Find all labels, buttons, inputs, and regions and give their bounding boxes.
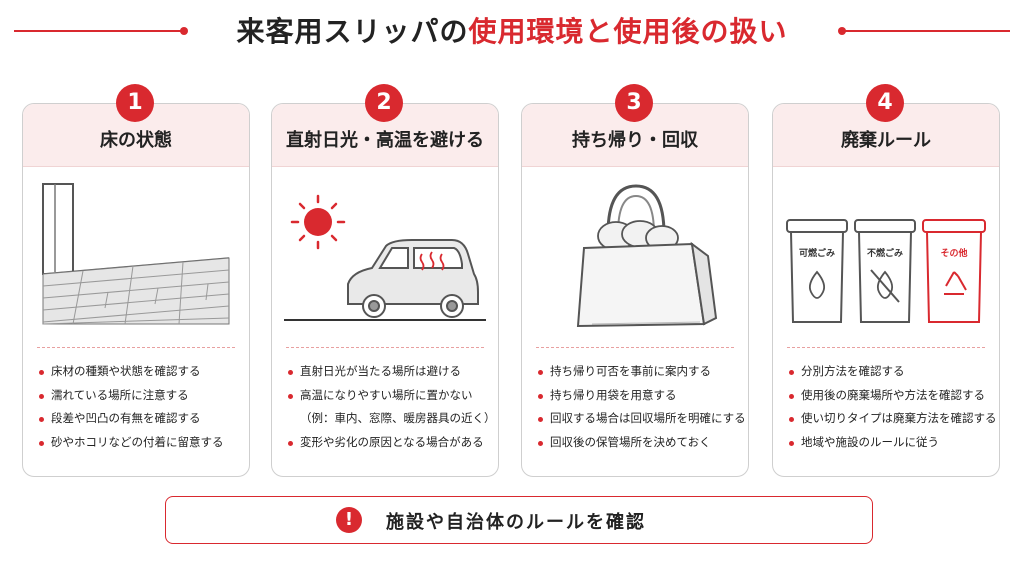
bin-label: その他 (940, 247, 967, 259)
cross-icon (870, 269, 900, 303)
sun-icon (290, 194, 346, 250)
list-item: 変形や劣化の原因となる場合がある (288, 431, 494, 455)
header: 来客用スリッパの使用環境と使用後の扱い (0, 0, 1024, 62)
list-item: 持ち帰り用袋を用意する (538, 384, 744, 408)
divider (787, 347, 985, 348)
list-item: 分別方法を確認する (789, 360, 995, 384)
title-rule-dot-left (180, 27, 188, 35)
sun-and-hot-car-illustration (284, 194, 486, 321)
list-item: 回収する場合は回収場所を明確にする (538, 407, 746, 431)
list-item: 濡れている場所に注意する (39, 384, 245, 408)
list-item: 地域や施設のルールに従う (789, 431, 995, 455)
divider (286, 347, 484, 348)
card-number-badge: 3 (615, 84, 653, 122)
flame-icon (808, 270, 826, 299)
flooring-illustration (42, 183, 230, 325)
page-title: 来客用スリッパの使用環境と使用後の扱い (192, 10, 832, 54)
title-rule-left (14, 30, 182, 32)
bullet-list: 持ち帰り可否を事前に案内する 持ち帰り用袋を用意する 回収する場合は回収場所を明… (538, 360, 746, 455)
tote-bag-illustration (576, 184, 718, 328)
bullet-list: 床材の種類や状態を確認する 濡れている場所に注意する 段差や凹凸の有無を確認する… (39, 360, 245, 454)
non-burnable-bin-icon: 不燃ごみ (854, 219, 916, 323)
list-item: 回収後の保管場所を決めておく (538, 431, 744, 455)
bin-label: 不燃ごみ (867, 247, 903, 259)
card-floor-condition: 床の状態 床材の種類や状態を確認する 濡れている場所に注意する 段差や凹凸の有無… (22, 103, 250, 477)
list-item: 砂やホコリなどの付着に留意する (39, 431, 245, 455)
title-part-1: 来客用スリッパの (236, 15, 469, 48)
card-number-badge: 1 (116, 84, 154, 122)
list-item: 直射日光が当たる場所は避ける (288, 360, 494, 384)
trash-bins-illustration: 可燃ごみ 不燃ごみ その他 (786, 219, 986, 323)
title-part-2: 使用環境と使用後の扱い (468, 15, 788, 48)
bullet-list: 直射日光が当たる場所は避ける 高温になりやすい場所に置かない （例：車内、窓際、… (288, 360, 496, 455)
car-icon (347, 239, 479, 318)
burnable-bin-icon: 可燃ごみ (786, 219, 848, 323)
card-title: 廃棄ルール (841, 130, 931, 151)
card-number-badge: 4 (866, 84, 904, 122)
card-title: 持ち帰り・回収 (572, 130, 698, 151)
list-item: 床材の種類や状態を確認する (39, 360, 245, 384)
divider (536, 347, 734, 348)
divider (37, 347, 235, 348)
bin-label: 可燃ごみ (799, 247, 835, 259)
footer-text: 施設や自治体のルールを確認 (386, 512, 646, 533)
exclamation-icon: ! (336, 507, 362, 533)
card-take-home-collect: 持ち帰り・回収 持ち帰り可否を事前に案内する 持ち帰り用袋を用意する 回収する場… (521, 103, 749, 477)
list-item: 持ち帰り可否を事前に案内する (538, 360, 744, 384)
list-item: （例：車内、窓際、暖房器具の近く） (300, 411, 496, 425)
list-item: 段差や凹凸の有無を確認する (39, 407, 245, 431)
flame-icon (876, 270, 894, 299)
card-header: 直射日光・高温を避ける (272, 104, 498, 167)
card-title: 直射日光・高温を避ける (286, 130, 484, 151)
other-bin-icon: その他 (922, 219, 986, 323)
list-item: 高温になりやすい場所に置かない (288, 384, 494, 408)
list-item: 使い切りタイプは廃棄方法を確認する (789, 407, 997, 431)
card-disposal-rules: 廃棄ルール 可燃ごみ 不燃ごみ その他 (772, 103, 1000, 477)
title-rule-right (842, 30, 1010, 32)
footer-banner: ! 施設や自治体のルールを確認 (165, 496, 873, 544)
card-number-badge: 2 (365, 84, 403, 122)
list-item: 使用後の廃棄場所や方法を確認する (789, 384, 995, 408)
bullet-list: 分別方法を確認する 使用後の廃棄場所や方法を確認する 使い切りタイプは廃棄方法を… (789, 360, 997, 455)
heat-waves-icon (419, 251, 445, 271)
card-avoid-sun-heat: 直射日光・高温を避ける 直射日光が当た (271, 103, 499, 477)
card-header: 床の状態 (23, 104, 249, 167)
recycle-icon (944, 271, 967, 295)
card-title: 床の状態 (100, 130, 172, 151)
